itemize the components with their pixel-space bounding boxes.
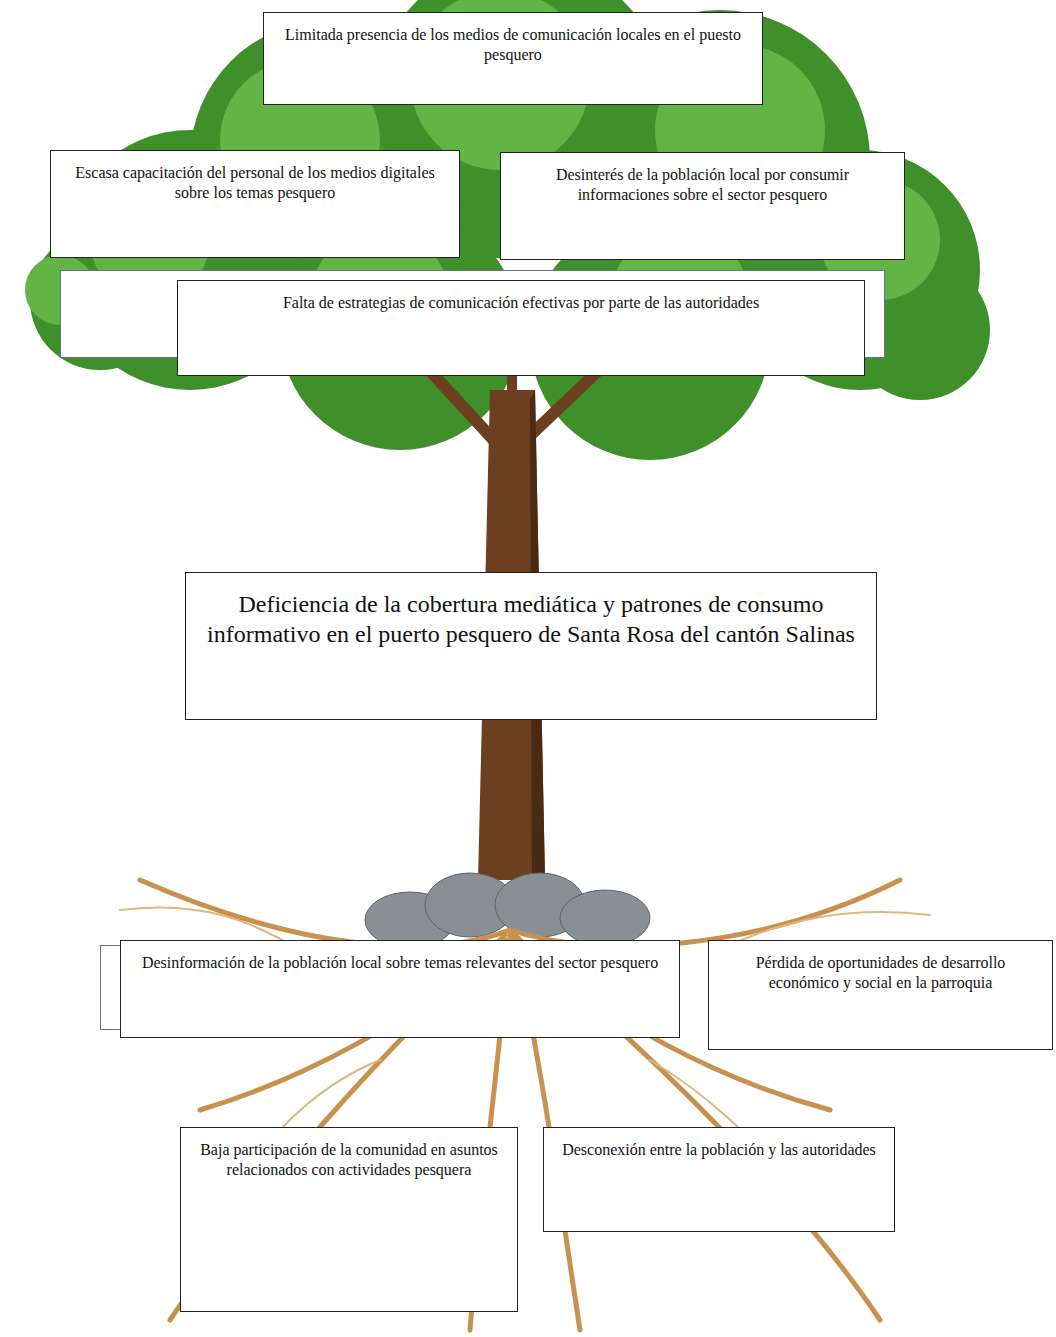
- effect-box: Desinformación de la población local sob…: [120, 940, 680, 1038]
- box-text: Deficiencia de la cobertura mediática y …: [204, 589, 858, 649]
- box-text: Limitada presencia de los medios de comu…: [278, 25, 748, 65]
- effect-box: Desconexión entre la población y las aut…: [543, 1127, 895, 1232]
- box-text: Desinformación de la población local sob…: [135, 953, 665, 973]
- box-text: Desinterés de la población local por con…: [515, 165, 890, 205]
- cause-box: Desinterés de la población local por con…: [500, 152, 905, 260]
- box-text: Falta de estrategias de comunicación efe…: [192, 293, 850, 313]
- box-text: Desconexión entre la población y las aut…: [558, 1140, 880, 1160]
- box-text: Baja participación de la comunidad en as…: [195, 1140, 503, 1180]
- cause-box: Falta de estrategias de comunicación efe…: [177, 280, 865, 376]
- cause-box: Escasa capacitación del personal de los …: [50, 150, 460, 258]
- effect-box: Pérdida de oportunidades de desarrollo e…: [708, 940, 1053, 1050]
- problem-box: Limitada presencia de los medios de comu…: [263, 12, 763, 105]
- box-text: Escasa capacitación del personal de los …: [65, 163, 445, 203]
- central-problem-box: Deficiencia de la cobertura mediática y …: [185, 572, 877, 720]
- box-text: Pérdida de oportunidades de desarrollo e…: [723, 953, 1038, 993]
- effect-box: Baja participación de la comunidad en as…: [180, 1127, 518, 1312]
